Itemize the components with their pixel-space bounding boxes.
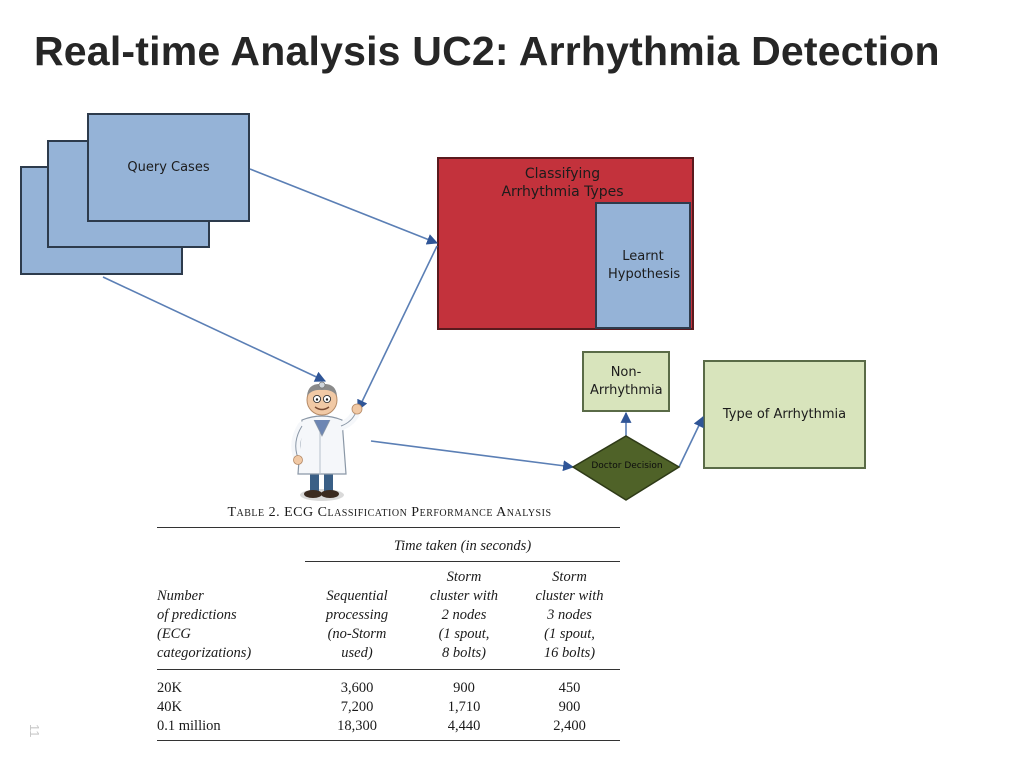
header-line: (1 spout, <box>544 626 595 642</box>
header-line: (ECG <box>157 626 191 642</box>
table-caption: Table 2. ECG Classification Performance … <box>227 505 552 520</box>
header-line: Storm <box>552 569 587 585</box>
header-line: 2 nodes <box>441 607 487 623</box>
table-row: 20K 3,600 900 450 <box>157 670 620 699</box>
query-cases-box: Query Cases <box>87 113 250 222</box>
doctor-decision-label: Doctor Decision <box>591 461 663 471</box>
table-cell: 3,600 <box>340 680 374 696</box>
header-line: used) <box>341 645 373 661</box>
type-of-arrhythmia-box: Type of Arrhythmia <box>703 360 866 469</box>
performance-table: Time taken (in seconds) Number of predic… <box>157 527 620 741</box>
type-of-arrhythmia-label: Type of Arrhythmia <box>722 406 847 422</box>
table-cell: 450 <box>558 680 581 696</box>
header-line: (no-Storm <box>327 626 387 642</box>
table-row: 0.1 million 18,300 4,440 2,400 <box>157 717 620 741</box>
header-line: categorizations) <box>157 645 252 661</box>
table-cell: 7,200 <box>340 699 374 715</box>
header-line: Sequential <box>326 588 388 604</box>
header-line: 16 bolts) <box>543 645 596 661</box>
table-cell: 2,400 <box>519 717 620 741</box>
non-arrhythmia-box: Non-Arrhythmia <box>582 351 670 412</box>
slide-title: Real-time Analysis UC2: Arrhythmia Detec… <box>34 28 940 74</box>
table-row: 40K 7,200 1,710 900 <box>157 698 620 717</box>
table-header-row: Number of predictions (ECG categorizatio… <box>157 561 620 670</box>
column-header-storm-2-nodes: Storm cluster with 2 nodes (1 spout, 8 b… <box>409 561 519 670</box>
arrow-query-to-classifier <box>249 168 439 245</box>
header-line: 8 bolts) <box>442 645 486 661</box>
table-cell: 1,710 <box>447 699 481 715</box>
column-header-predictions: Number of predictions (ECG categorizatio… <box>157 561 305 670</box>
table-cell: 0.1 million <box>157 717 305 741</box>
query-cases-label: Query Cases <box>127 160 210 175</box>
table-cell: 900 <box>453 680 475 696</box>
arrow-decision-to-type <box>678 416 704 468</box>
header-line: (1 spout, <box>438 626 490 642</box>
table-cell: 20K <box>157 680 182 696</box>
time-taken-header: Time taken (in seconds) <box>305 527 620 562</box>
header-line: cluster with <box>429 588 499 604</box>
arrow-query-to-doctor <box>102 276 326 382</box>
header-line: Number <box>157 588 204 604</box>
header-line: cluster with <box>535 588 604 604</box>
classifying-arrhythmia-label: Classifying Arrhythmia Types <box>501 166 624 200</box>
table-header-row-span: Time taken (in seconds) <box>157 527 620 562</box>
header-line: 3 nodes <box>547 607 592 623</box>
header-line: Storm <box>446 569 482 585</box>
table-cell: 18,300 <box>305 717 409 741</box>
arrow-doctor-to-decision <box>370 440 575 472</box>
table-header-empty <box>157 527 305 562</box>
doctor-illustration <box>291 381 363 501</box>
learnt-hypothesis-box: Learnt Hypothesis <box>595 202 691 329</box>
header-line: processing <box>325 607 389 623</box>
column-header-storm-3-nodes: Storm cluster with 3 nodes (1 spout, 16 … <box>519 561 620 670</box>
non-arrhythmia-label: Non-Arrhythmia <box>590 364 663 398</box>
table-cell: 4,440 <box>409 717 519 741</box>
table-cell: 900 <box>558 699 581 715</box>
learnt-hypothesis-label: Learnt Hypothesis <box>608 248 681 282</box>
slide-page-number: 11 <box>27 724 42 738</box>
header-line: of predictions <box>157 607 237 623</box>
table-cell: 40K <box>157 699 182 715</box>
column-header-sequential: Sequential processing (no-Storm used) <box>305 561 409 670</box>
